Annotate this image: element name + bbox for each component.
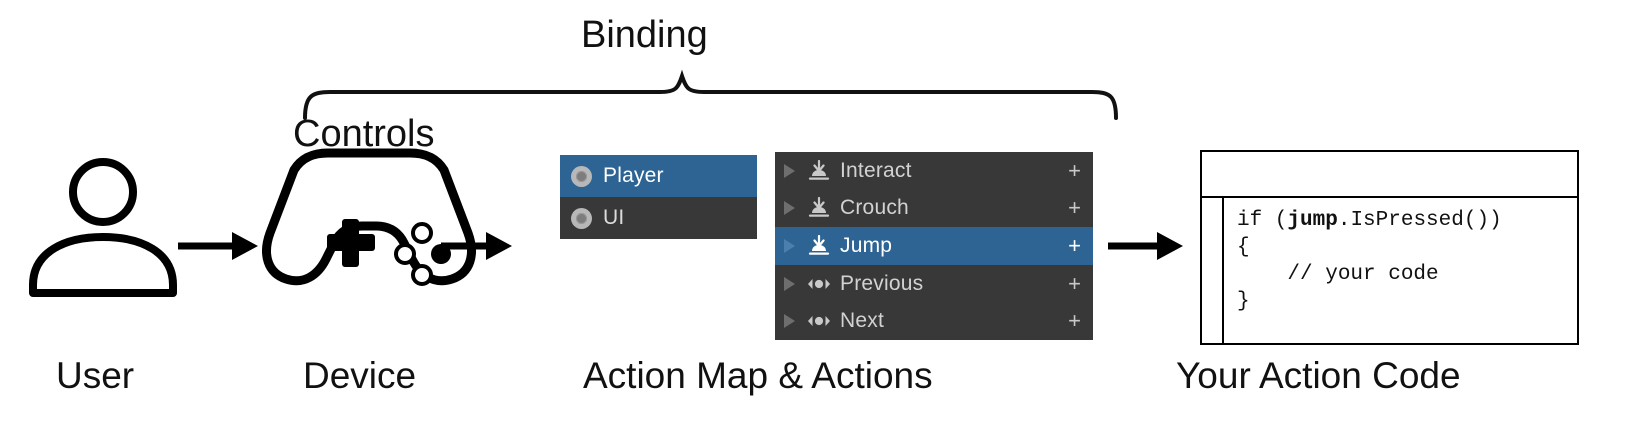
user-silhouette-icon [29,158,177,297]
chevron-right-icon[interactable] [784,314,795,329]
button-control-icon [808,197,830,218]
code-editor-body: if (jump.IsPressed()) { // your code } [1202,198,1577,343]
code-line-1-bold: jump [1287,209,1338,232]
action-label: Crouch [840,196,909,220]
caption-action-map-actions: Action Map & Actions [583,355,933,396]
action-label: Next [840,309,884,333]
action-row-jump[interactable]: Jump + [775,227,1093,265]
face-buttons [394,222,451,286]
action-map-label: Player [603,164,664,187]
chevron-right-icon[interactable] [784,276,795,291]
chevron-right-icon[interactable] [784,163,795,178]
add-binding-button[interactable]: + [1068,157,1081,183]
button-control-icon [808,234,830,255]
brace-label-binding: Binding [581,14,708,56]
code-editor-text[interactable]: if (jump.IsPressed()) { // your code } [1224,198,1577,343]
action-row-crouch[interactable]: Crouch + [775,190,1093,228]
gamepad-icon [262,148,476,286]
action-label: Interact [840,158,912,182]
code-line-2: { [1237,236,1250,259]
add-binding-button[interactable]: + [1068,195,1081,221]
add-binding-button[interactable]: + [1068,308,1081,334]
caption-your-action-code: Your Action Code [1176,355,1461,396]
chevron-right-icon[interactable] [784,238,795,253]
chevron-right-icon[interactable] [784,201,795,216]
arrow-user-to-device [178,232,258,260]
code-editor-titlebar [1202,152,1577,198]
arrow-actions-to-code [1108,232,1183,260]
action-row-next[interactable]: Next + [775,302,1093,340]
action-row-previous[interactable]: Previous + [775,265,1093,303]
action-row-interact[interactable]: Interact + [775,152,1093,190]
action-map-label: UI [603,206,625,229]
code-line-1-post: .IsPressed()) [1337,209,1502,232]
brace-label-controls: Controls [293,113,435,155]
code-line-3: // your code [1237,263,1439,286]
code-line-1-pre: if ( [1237,209,1288,232]
action-label: Previous [840,271,924,295]
caption-device: Device [303,355,417,396]
axis-1d-control-icon [808,316,830,327]
action-maps-list[interactable]: Player UI [560,155,757,239]
code-editor-gutter [1202,198,1224,343]
arrow-device-to-actions [441,232,512,260]
input-action-asset-icon [571,165,592,187]
add-binding-button[interactable]: + [1068,270,1081,296]
binding-brace [303,69,1118,120]
axis-1d-control-icon [808,278,830,289]
action-label: Jump [840,233,893,257]
add-binding-button[interactable]: + [1068,232,1081,258]
actions-list[interactable]: Interact + Crouch + Jump + [775,152,1093,340]
caption-user: User [56,355,135,396]
action-map-row-ui[interactable]: UI [560,197,757,239]
code-editor-window[interactable]: if (jump.IsPressed()) { // your code } [1200,150,1579,345]
dpad-icon [327,219,375,267]
button-control-icon [808,159,830,180]
input-action-asset-icon [571,207,592,229]
action-map-row-player[interactable]: Player [560,155,757,197]
code-line-4: } [1237,290,1250,313]
